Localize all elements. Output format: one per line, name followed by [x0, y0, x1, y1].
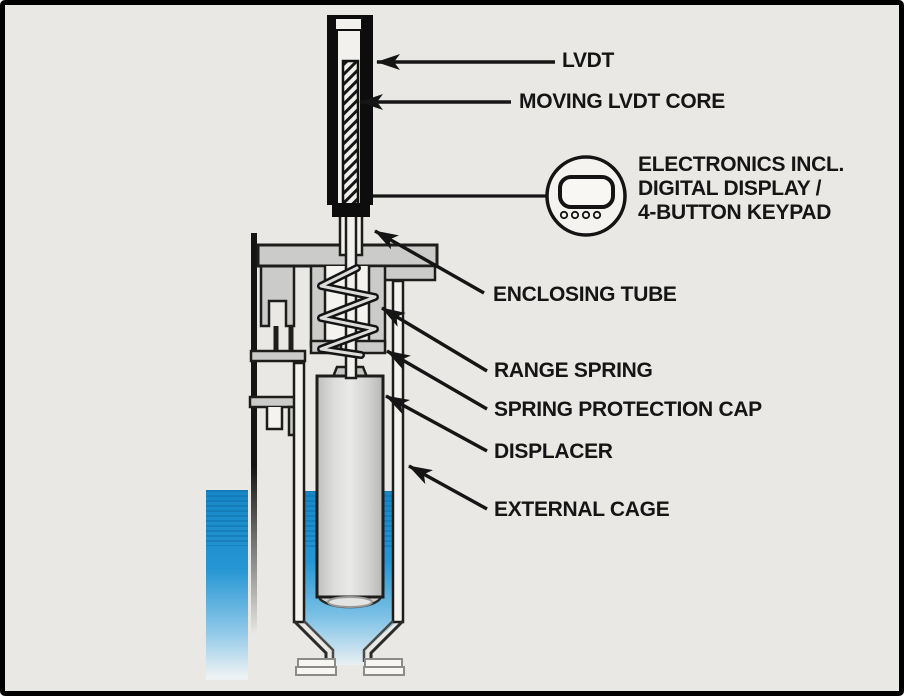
cage-bottom-flange-feet: [295, 658, 405, 676]
external-cage-part: [292, 279, 405, 676]
label-electronics-line2: DIGITAL DISPLAY /: [638, 177, 822, 200]
label-lvdt: LVDT: [562, 49, 615, 72]
displacer-part: [315, 365, 385, 609]
label-electronics-line3: 4-BUTTON KEYPAD: [638, 201, 832, 224]
lvdt-housing: [327, 15, 373, 217]
label-external-cage: EXTERNAL CAGE: [494, 498, 670, 521]
label-electronics: ELECTRONICS INCL. DIGITAL DISPLAY / 4-BU…: [638, 153, 844, 225]
label-spring-protection-cap: SPRING PROTECTION CAP: [494, 398, 762, 421]
upper-nozzle-bracket: [249, 264, 307, 363]
spring-cap-arrow: [386, 349, 488, 411]
vessel-wall: [251, 233, 257, 633]
keypad-buttons-icon: [559, 210, 602, 220]
callout-arrows: [359, 54, 555, 511]
range-spring-part: [317, 264, 379, 359]
displacer-arrow: [385, 394, 488, 453]
moving-lvdt-core-part: [341, 59, 360, 213]
label-enclosing-tube: ENCLOSING TUBE: [493, 283, 677, 306]
label-displacer: DISPLACER: [494, 440, 613, 463]
label-moving-lvdt-core: MOVING LVDT CORE: [519, 90, 725, 113]
lower-nozzle-bracket: [248, 395, 300, 437]
range-spring-arrow: [381, 306, 488, 373]
external-cage-arrow: [408, 464, 488, 511]
display-screen-icon: [558, 175, 615, 209]
digital-display-keypad-icon: [373, 155, 627, 237]
label-range-spring: RANGE SPRING: [494, 359, 653, 382]
lvdt-level-transmitter-diagram: [206, 15, 627, 680]
vessel-liquid-column: [206, 490, 248, 680]
label-electronics-line1: ELECTRONICS INCL.: [638, 153, 845, 176]
enclosing-tube-arrow: [374, 229, 485, 295]
